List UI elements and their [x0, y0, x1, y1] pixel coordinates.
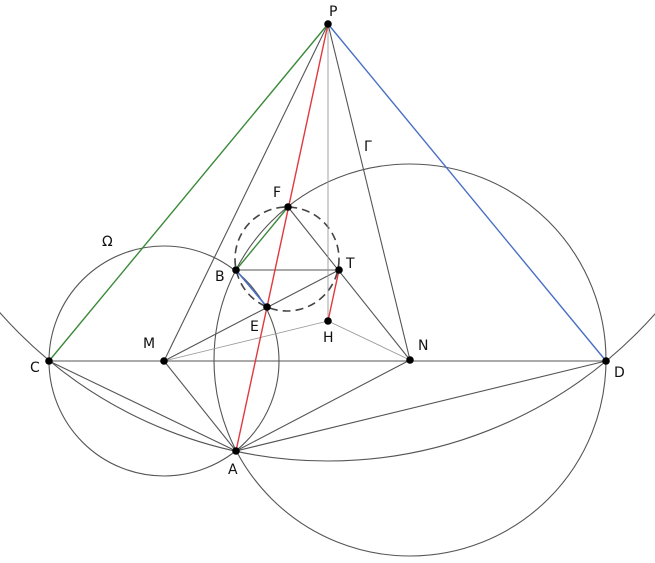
segment-FN — [287, 206, 411, 361]
segment-PM — [163, 23, 329, 362]
segment-PC — [48, 23, 329, 362]
point-M — [160, 357, 168, 365]
label-P: P — [329, 4, 337, 20]
point-C — [45, 357, 53, 365]
label-N: N — [418, 338, 428, 354]
segment-TH — [327, 269, 340, 322]
label-C: C — [30, 360, 40, 376]
label-D: D — [614, 365, 625, 381]
label-omega: Ω — [102, 234, 113, 250]
label-H: H — [323, 330, 334, 346]
segment-PD — [327, 23, 607, 362]
point-F — [284, 203, 292, 211]
point-N — [406, 356, 414, 364]
point-A — [232, 447, 240, 455]
dashed-circle-BFTE — [234, 206, 340, 312]
segment-PA — [235, 23, 329, 452]
point-D — [602, 357, 610, 365]
segment-PN — [327, 23, 411, 361]
segment-MH — [163, 320, 329, 362]
label-F: F — [273, 185, 281, 201]
point-E — [263, 303, 271, 311]
point-T — [335, 266, 343, 274]
segment-CA — [48, 360, 237, 452]
label-E: E — [250, 319, 259, 335]
segment-BF — [235, 206, 289, 271]
label-M: M — [143, 336, 155, 352]
segment-MT — [163, 269, 340, 362]
segment-MA — [163, 360, 237, 452]
label-A: A — [228, 462, 238, 478]
segment-NA — [235, 359, 411, 452]
point-B — [232, 266, 240, 274]
segment-BE — [235, 269, 268, 308]
point-H — [324, 317, 332, 325]
point-P — [324, 20, 332, 28]
circle-centered-P — [0, 311, 655, 462]
segment-HN — [327, 320, 411, 361]
segment-DA — [235, 360, 607, 452]
label-B: B — [215, 269, 225, 285]
label-T: T — [345, 256, 355, 272]
label-gamma: Γ — [364, 139, 372, 155]
